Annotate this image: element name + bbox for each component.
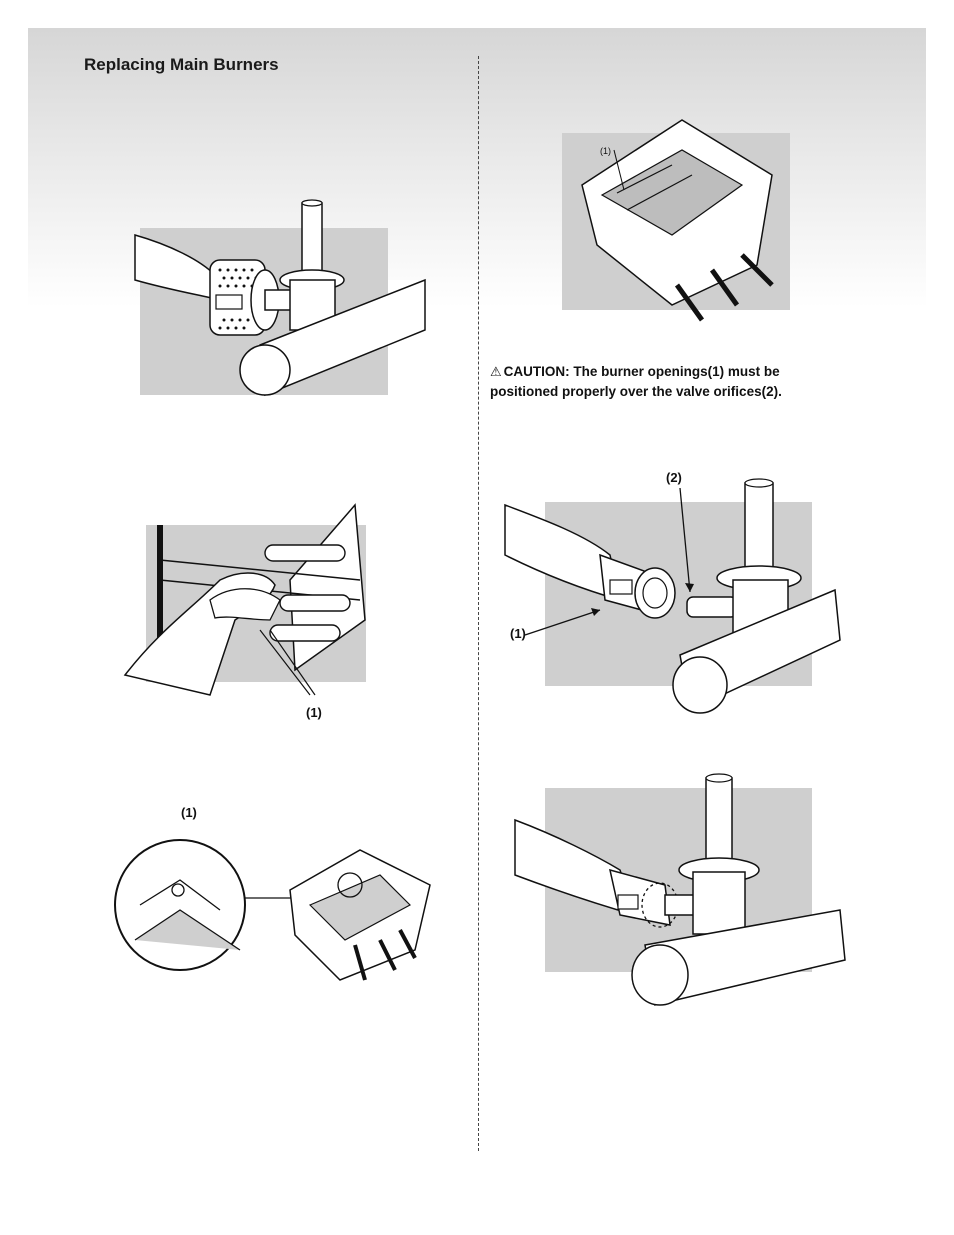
figure-burner-box-top	[562, 115, 792, 335]
callout-label: (1)	[600, 146, 611, 156]
warning-triangle-icon: ⚠	[490, 364, 502, 379]
figure-hands-lifting-burners	[120, 500, 400, 700]
callout-label: (2)	[666, 470, 682, 485]
column-divider	[478, 56, 479, 1151]
figure-burner-box-detail	[110, 830, 450, 1000]
page-title: Replacing Main Burners	[84, 55, 279, 74]
callout-label: (1)	[306, 705, 322, 720]
callout-label: (1)	[181, 805, 197, 820]
caution-text: CAUTION: The burner openings(1) must be …	[490, 364, 782, 399]
figure-burner-orifice-separated	[504, 478, 845, 720]
figure-burner-orifice-seated	[510, 773, 850, 1015]
callout-label: (1)	[510, 626, 526, 641]
caution-note: ⚠CAUTION: The burner openings(1) must be…	[490, 362, 850, 402]
figure-burner-removal	[130, 199, 430, 400]
